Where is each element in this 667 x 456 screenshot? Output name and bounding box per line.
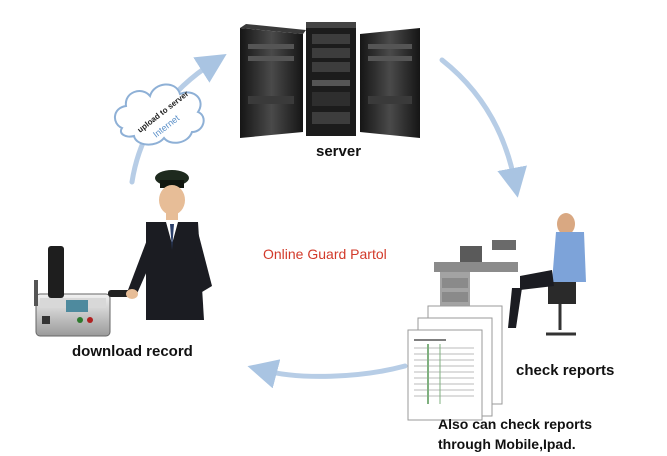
report-sheets-icon [407,305,503,421]
diagram-title: Online Guard Partol [263,246,387,262]
download-record-label: download record [72,343,193,360]
mobile-reports-line-1: Also can check reports [438,416,593,432]
patrol-reader-device-icon [34,246,111,337]
server-label: server [316,143,362,160]
mobile-reports-line-2: through Mobile,Ipad. [438,436,576,452]
arrow-to-reports [439,57,527,198]
mobile-reports-label: Also can check reports through Mobile,Ip… [438,414,592,454]
server-racks-icon [240,22,420,138]
arrow-to-download [247,359,408,389]
cloud-icon [114,83,205,146]
security-guard-icon [108,170,212,320]
check-reports-label: check reports [516,362,615,379]
